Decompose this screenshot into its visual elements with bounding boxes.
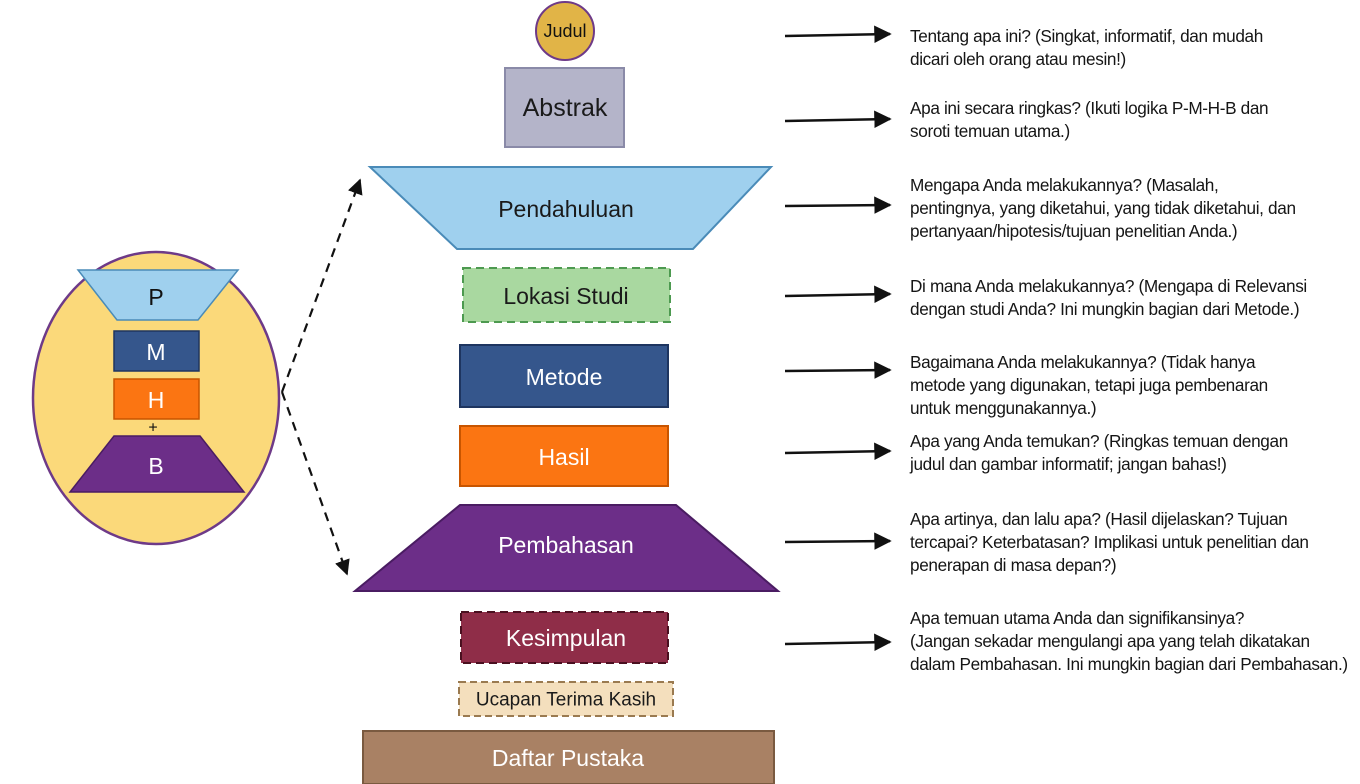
description-hasil: Apa yang Anda temukan? (Ringkas temuan d… [910,431,1288,474]
description-metode: Bagaimana Anda melakukannya? (Tidak hany… [910,352,1268,418]
summary-b-shape [68,435,246,493]
description-judul: Tentang apa ini? (Singkat, informatif, d… [910,26,1263,69]
metode-label: Metode [526,364,603,390]
dashed-arrow-up [280,178,363,393]
summary-h-label: H [148,387,165,413]
dashed-arrow-down [280,391,350,576]
arrow-pendahuluan [784,196,892,214]
arrow-metode [784,361,892,379]
description-abstrak: Apa ini secara ringkas? (Ikuti logika P-… [910,98,1269,141]
summary-plus-label: + [148,420,157,437]
section-lokasi-studi: Lokasi Studi [462,267,671,323]
summary-h-shape [113,378,200,420]
abstrak-label: Abstrak [523,94,608,122]
hasil-label: Hasil [538,444,589,470]
arrow-pembahasan [784,532,892,550]
section-pendahuluan: Pendahuluan [367,166,774,250]
description-pembahasan: Apa artinya, dan lalu apa? (Hasil dijela… [910,509,1309,575]
description-kesimpulan: Apa temuan utama Anda dan signifikansiny… [910,608,1348,674]
section-kesimpulan: Kesimpulan [460,611,669,664]
arrow-abstrak [784,110,892,129]
section-daftar-pustaka: Daftar Pustaka [362,730,775,784]
summary-p-shape [76,269,240,321]
pembahasan-label: Pembahasan [498,532,634,558]
summary-circle: P M H + B [31,250,281,546]
summary-b-label: B [148,453,163,479]
ucapan-terima-kasih-label: Ucapan Terima Kasih [476,690,656,711]
daftar-pustaka-label: Daftar Pustaka [492,745,644,771]
judul-label: Judul [543,21,586,41]
lokasi-studi-label: Lokasi Studi [503,283,628,309]
section-ucapan-terima-kasih: Ucapan Terima Kasih [458,681,674,717]
pendahuluan-label: Pendahuluan [498,196,634,222]
arrow-lokasi-studi [784,285,892,304]
section-pembahasan: Pembahasan [352,504,781,592]
summary-m-shape [113,330,200,372]
description-lokasi-studi: Di mana Anda melakukannya? (Mengapa di R… [910,276,1307,319]
summary-p-label: P [148,284,163,310]
section-hasil: Hasil [459,425,669,487]
arrow-kesimpulan [784,633,892,652]
section-abstrak: Abstrak [504,67,625,148]
section-metode: Metode [459,344,669,408]
kesimpulan-label: Kesimpulan [506,625,626,651]
arrow-judul [784,25,892,44]
summary-m-label: M [146,339,165,365]
section-judul: Judul [535,1,595,61]
description-pendahuluan: Mengapa Anda melakukannya? (Masalah, pen… [910,175,1296,241]
arrow-hasil [784,442,892,461]
